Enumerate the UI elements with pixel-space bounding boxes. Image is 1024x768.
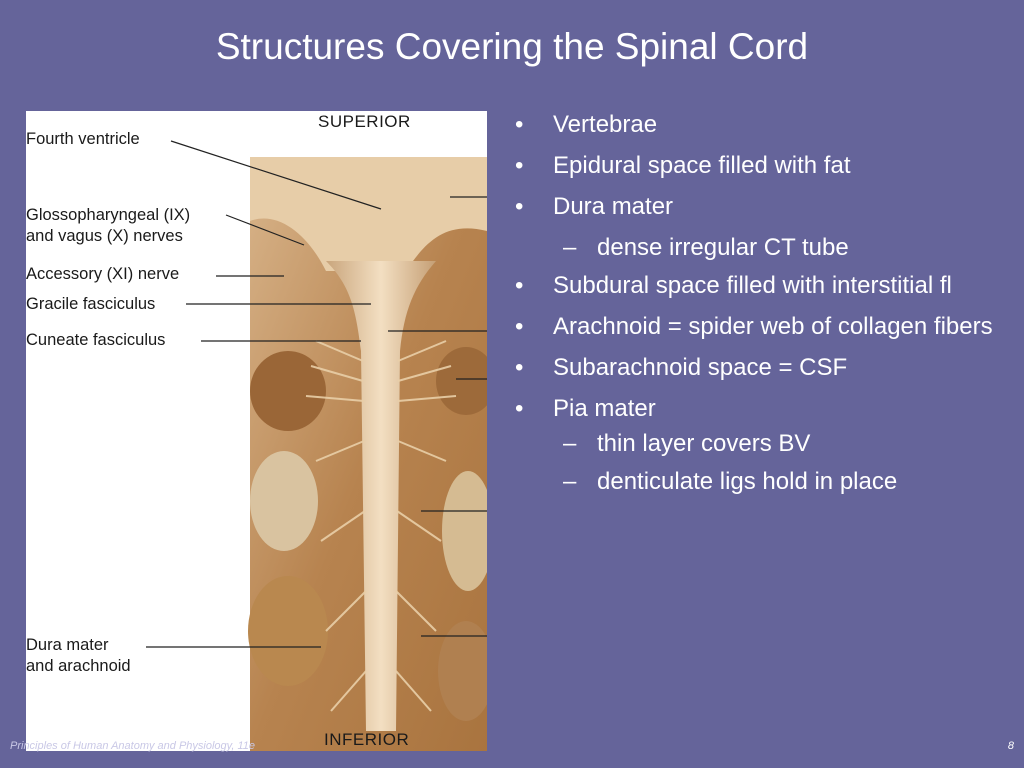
page-number: 8 [1007, 740, 1014, 752]
bullet-marker: • [515, 313, 524, 340]
sub-bullet-dura: – dense irregular CT tube [515, 233, 1024, 262]
label-fourth-ventricle: Fourth ventricle [26, 130, 140, 148]
bullet-subdural: • Subdural space filled with interstitia… [515, 271, 1024, 300]
bullet-subarachnoid: • Subarachnoid space = CSF [515, 353, 1024, 382]
inferior-label: INFERIOR [324, 730, 410, 749]
spinal-cord-figure: SUPERIOR INFERIOR Fourth ventricle Gloss… [26, 111, 487, 751]
sub-bullet-marker: – [563, 468, 577, 495]
label-glossopharyngeal: Glossopharyngeal (IX) and vagus (X) nerv… [26, 206, 191, 245]
bullet-text: Pia mater [553, 395, 656, 422]
superior-label: SUPERIOR [318, 112, 411, 131]
bullet-text: Vertebrae [553, 111, 658, 138]
footer-source: Principles of Human Anatomy and Physiolo… [10, 740, 255, 752]
sub-bullet-text: dense irregular CT tube [597, 234, 849, 261]
label-accessory-nerve: Accessory (XI) nerve [26, 265, 180, 283]
bullet-list: • Vertebrae • Epidural space filled with… [515, 110, 1024, 505]
dissection-photo [146, 140, 487, 751]
bullet-marker: • [515, 272, 524, 299]
bullet-dura: • Dura mater [515, 192, 1024, 221]
bullet-marker: • [515, 111, 524, 138]
bullet-text: Epidural space filled with fat [553, 152, 851, 179]
bullet-text: Subarachnoid space = CSF [553, 354, 848, 381]
label-cuneate-fasciculus: Cuneate fasciculus [26, 331, 166, 349]
label-gracile-fasciculus: Gracile fasciculus [26, 295, 156, 313]
sub-bullet-marker: – [563, 430, 577, 457]
bullet-text: Arachnoid = spider web of collagen fiber… [553, 313, 993, 340]
bullet-marker: • [515, 152, 524, 179]
bullet-epidural: • Epidural space filled with fat [515, 151, 1024, 180]
label-dura-arachnoid: Dura mater and arachnoid [26, 636, 131, 675]
bullet-marker: • [515, 354, 524, 381]
sub-bullet-text: denticulate ligs hold in place [597, 468, 898, 495]
bullet-text: Dura mater [553, 193, 674, 220]
bullet-marker: • [515, 395, 524, 422]
bullet-pia: • Pia mater [515, 394, 1024, 423]
bullet-marker: • [515, 193, 524, 220]
bullet-vertebrae: • Vertebrae [515, 110, 1024, 139]
sub-bullet-marker: – [563, 234, 577, 261]
bullet-text: Subdural space filled with interstitial … [553, 272, 952, 299]
bullet-arachnoid: • Arachnoid = spider web of collagen fib… [515, 312, 1013, 341]
slide-title: Structures Covering the Spinal Cord [215, 26, 809, 67]
sub-bullet-pia-1: – thin layer covers BV [515, 429, 1024, 458]
sub-bullet-pia-2: – denticulate ligs hold in place [515, 467, 1024, 496]
sub-bullet-text: thin layer covers BV [597, 430, 811, 457]
